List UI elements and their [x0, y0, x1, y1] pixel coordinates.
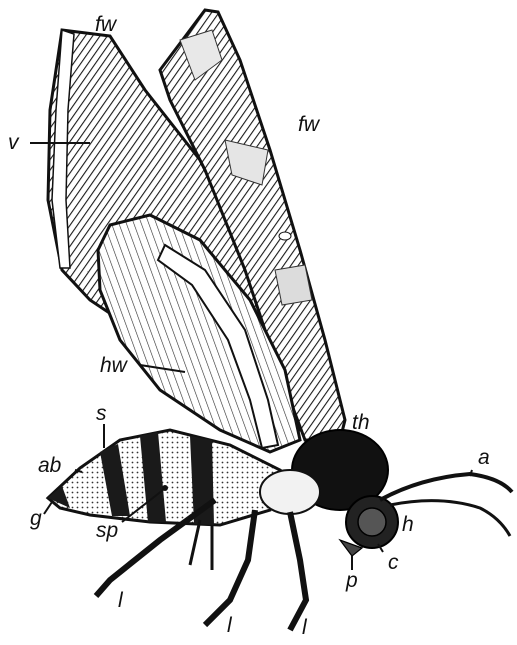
label-fw-top: fw — [95, 14, 116, 35]
label-l-middle: l — [227, 615, 232, 636]
label-v: v — [8, 132, 19, 153]
pointer-g — [44, 502, 52, 514]
label-fw-right: fw — [298, 114, 319, 135]
compound-eye — [358, 508, 386, 536]
label-hw: hw — [100, 355, 127, 376]
leg-right — [290, 512, 306, 630]
antenna-upper — [380, 474, 512, 500]
label-s: s — [96, 403, 107, 424]
label-h: h — [402, 514, 414, 535]
label-ab: ab — [38, 455, 61, 476]
label-a: a — [478, 447, 490, 468]
label-c: c — [388, 552, 399, 573]
label-g: g — [30, 508, 42, 529]
label-sp: sp — [96, 520, 118, 541]
label-th: th — [352, 412, 370, 433]
label-l-left: l — [118, 590, 123, 611]
leg-spurs — [190, 520, 212, 570]
right-forewing-spot — [279, 232, 291, 240]
thorax-pale — [260, 470, 320, 514]
label-p: p — [346, 570, 358, 591]
right-forewing-patch-3 — [275, 265, 312, 305]
label-l-right: l — [302, 617, 307, 638]
